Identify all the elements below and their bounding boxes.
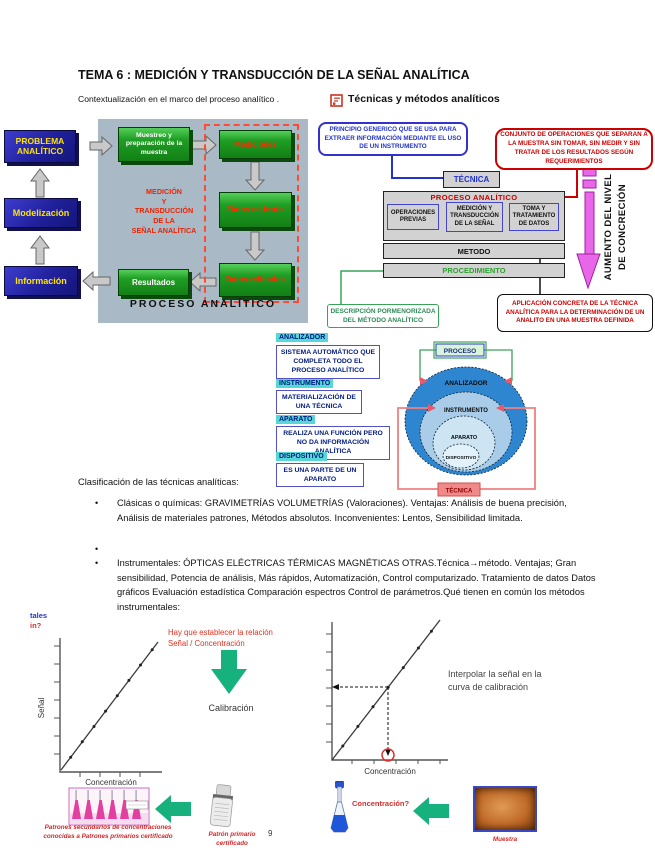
flasks-photo bbox=[68, 787, 150, 826]
bullet-clasicas: • Clásicas o químicas: GRAVIMETRÍAS VOLU… bbox=[95, 496, 597, 525]
box-informacion: Información bbox=[4, 266, 78, 296]
aparato-label: APARATO bbox=[451, 435, 478, 441]
caption-patron-primario: Patrón primario certificado bbox=[208, 831, 256, 847]
label-calibracion: Calibración bbox=[208, 703, 254, 713]
def-dispositivo: ES UNA PARTE DE UN APARATO bbox=[276, 463, 364, 488]
flowchart-caption: PROCESO ANALÍTICO bbox=[129, 298, 277, 310]
x-axis-label-right: Concentración bbox=[364, 767, 416, 776]
calibration-chart-right: Concentración bbox=[326, 619, 448, 776]
box-datos-bruto: Datos en bruto bbox=[219, 192, 292, 228]
box-resultados: Resultados bbox=[118, 269, 189, 296]
note-relacion: Hay que establecer la relación Señal / C… bbox=[168, 628, 273, 648]
right-chart-ticks bbox=[326, 633, 441, 764]
x-axis-label-left: Concentración bbox=[85, 778, 137, 787]
callout-aplicacion: APLICACIÓN CONCRETA DE LA TÉCNICA ANALÍT… bbox=[497, 294, 653, 332]
proceso-outline bbox=[433, 341, 487, 359]
caption-patrones-secundarios: Patrones secundarios de concentraciones … bbox=[43, 824, 173, 840]
list-icon bbox=[330, 94, 343, 107]
callout-principio: PRINCIPIO GENERICO QUE SE USA PARA EXTRA… bbox=[318, 122, 468, 156]
proceso-box bbox=[435, 343, 485, 357]
calibration-chart-left: Señal Concentración bbox=[37, 638, 162, 787]
term-aparato: APARATO bbox=[276, 415, 316, 424]
bullet-dot: • bbox=[95, 498, 99, 508]
step-operaciones-previas: OPERACIONES PREVIAS bbox=[387, 204, 439, 230]
left-chart-ticks bbox=[54, 645, 141, 777]
sample-photo bbox=[473, 786, 537, 832]
term-analizador: ANALIZADOR bbox=[276, 333, 329, 342]
bar-metodo: METODO bbox=[383, 243, 565, 259]
step-toma-datos: TOMA Y TRATAMIENTO DE DATOS bbox=[509, 203, 559, 231]
left-chart-points bbox=[69, 648, 154, 759]
def-instrumento: MATERIALIZACIÓN DE UNA TÉCNICA bbox=[276, 390, 362, 415]
step-medicion-transduccion: MEDICIÓN Y TRANSDUCCIÓN DE LA SEÑAL bbox=[446, 202, 503, 232]
circles-diagram: PROCESO ANALIZADOR INSTRUMENTO APARATO D… bbox=[397, 341, 536, 497]
box-mediciones: Mediciones bbox=[219, 130, 292, 159]
right-chart-points bbox=[341, 629, 433, 748]
fragment-red: in? bbox=[30, 621, 42, 630]
instrumento-label: INSTRUMENTO bbox=[444, 408, 488, 414]
context-line: Contextualización en el marco del proces… bbox=[78, 94, 280, 104]
callout-conjunto: CONJUNTO DE OPERACIONES QUE SEPARAN A LA… bbox=[495, 128, 653, 170]
proceso-label: PROCESO bbox=[444, 348, 477, 355]
concretion-axis-label: AUMENTO DEL NIVEL DE CONCRECIÓN bbox=[602, 173, 628, 281]
caption-muestra: Muestra bbox=[492, 836, 518, 843]
page-title: TEMA 6 : MEDICIÓN Y TRANSDUCCIÓN DE LA S… bbox=[78, 68, 470, 82]
proceso-analitico-title: PROCESO ANALÍTICO bbox=[430, 193, 518, 202]
circle-connectors bbox=[397, 349, 536, 490]
tecnica-box bbox=[437, 482, 481, 497]
dispositivo-label: DISPOSITIVO bbox=[446, 455, 477, 461]
section-heading-tecnicas: Técnicas y métodos analíticos bbox=[348, 93, 500, 105]
box-problema-analitico: PROBLEMA ANALÍTICO bbox=[4, 130, 76, 163]
bullet-instrumentales: • Instrumentales: ÓPTICAS ELÉCTRICAS TÉR… bbox=[95, 556, 597, 614]
fragment-blue: tales bbox=[30, 611, 48, 620]
label-concentracion-pregunta: Concentración? bbox=[352, 799, 410, 808]
page-number: 9 bbox=[268, 829, 273, 838]
bar-tecnica: TÉCNICA bbox=[443, 171, 500, 188]
dashed-highlight-rect bbox=[204, 124, 299, 303]
volumetric-flask-photo bbox=[330, 781, 349, 833]
overlay-medicion-label: MEDICIÓN Y TRANSDUCCIÓN DE LA SEÑAL ANAL… bbox=[131, 187, 197, 235]
clasificacion-heading: Clasificación de las técnicas analíticas… bbox=[78, 477, 239, 487]
circle-rings bbox=[404, 366, 528, 476]
bottle-photo bbox=[209, 784, 234, 827]
y-axis-label: Señal bbox=[37, 698, 46, 719]
bullet-dot: • bbox=[95, 544, 99, 554]
def-aparato: REALIZA UNA FUNCIÓN PERO NO DA INFORMACI… bbox=[276, 426, 390, 460]
term-instrumento: INSTRUMENTO bbox=[276, 379, 334, 388]
bullet-clasicas-text: Clásicas o químicas: GRAVIMETRÍAS VOLUME… bbox=[117, 498, 567, 523]
interpolation-lines bbox=[332, 684, 395, 762]
callout-descripcion: DESCRIPCIÓN PORMENORIZADA DEL MÉTODO ANA… bbox=[327, 304, 439, 328]
box-muestreo: Muestreo y preparación de la muestra bbox=[118, 127, 190, 162]
note-interpolar: Interpolar la señal en la curva de calib… bbox=[448, 669, 542, 692]
box-datos-refinados: Datos refinados bbox=[219, 263, 292, 297]
term-dispositivo: DISPOSITIVO bbox=[276, 452, 327, 461]
flask-shapes bbox=[72, 790, 141, 819]
bullet-instrumentales-text: Instrumentales: ÓPTICAS ELÉCTRICAS TÉRMI… bbox=[117, 558, 596, 612]
bullet-dot: • bbox=[95, 558, 99, 568]
tecnica-label: TÉCNICA bbox=[446, 487, 473, 495]
box-modelizacion: Modelización bbox=[4, 198, 78, 228]
analizador-label: ANALIZADOR bbox=[445, 380, 488, 387]
def-analizador: SISTEMA AUTOMÁTICO QUE COMPLETA TODO EL … bbox=[276, 345, 380, 379]
bar-procedimiento: PROCEDIMIENTO bbox=[383, 263, 565, 278]
